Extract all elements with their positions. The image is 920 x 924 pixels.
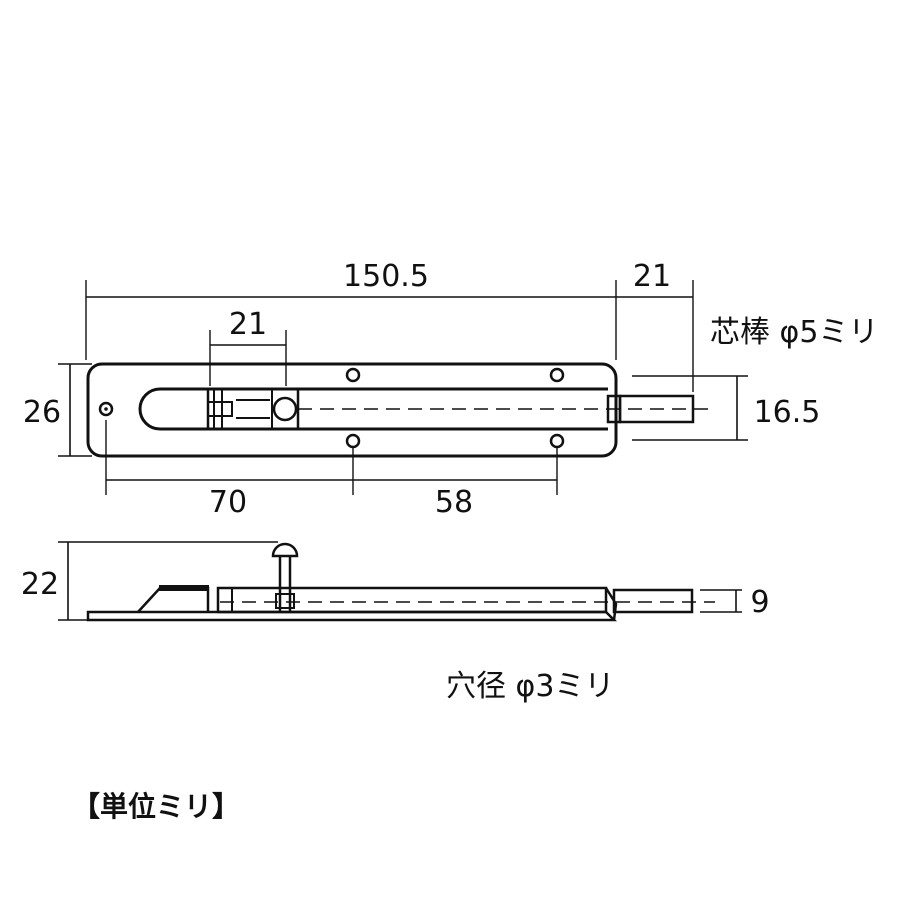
side-view bbox=[58, 541, 742, 622]
base-plate-outline bbox=[86, 362, 618, 458]
mount-hole-top-1 bbox=[345, 367, 361, 383]
mount-hole-top-2 bbox=[549, 367, 565, 383]
mount-hole-bottom-2 bbox=[549, 433, 565, 449]
mount-hole-left bbox=[98, 401, 114, 417]
rod-protrusion bbox=[618, 394, 695, 424]
side-knob-base bbox=[275, 593, 295, 609]
knob-circle bbox=[272, 396, 298, 422]
dim-rod-span: 16.5 bbox=[754, 395, 821, 430]
side-housing-top bbox=[159, 585, 209, 591]
side-knob-head bbox=[271, 542, 299, 558]
note-hole-diameter: 穴径 φ3ミリ bbox=[446, 669, 614, 704]
note-units: 【単位ミリ】 bbox=[72, 790, 240, 823]
dim-hole-pitch-1: 70 bbox=[209, 485, 247, 520]
side-bolt-end bbox=[604, 587, 618, 621]
dim-hole-pitch-2: 58 bbox=[435, 485, 473, 520]
slider-pin-detail bbox=[207, 401, 233, 417]
dim-rod-protrusion: 21 bbox=[633, 259, 671, 294]
note-rod-diameter: 芯棒 φ5ミリ bbox=[710, 315, 878, 350]
dim-height: 26 bbox=[23, 395, 61, 430]
dim-knob-slot: 21 bbox=[229, 307, 267, 342]
side-housing bbox=[137, 586, 210, 613]
dim-overall-length: 150.5 bbox=[343, 259, 429, 294]
mount-hole-bottom-1 bbox=[345, 433, 361, 449]
side-rod-protrusion bbox=[612, 588, 694, 614]
top-view bbox=[58, 280, 748, 495]
side-bolt-body bbox=[216, 586, 608, 614]
dim-side-rod-thickness: 9 bbox=[750, 585, 769, 620]
bolt-slot bbox=[138, 387, 608, 431]
dim-side-height: 22 bbox=[21, 567, 59, 602]
